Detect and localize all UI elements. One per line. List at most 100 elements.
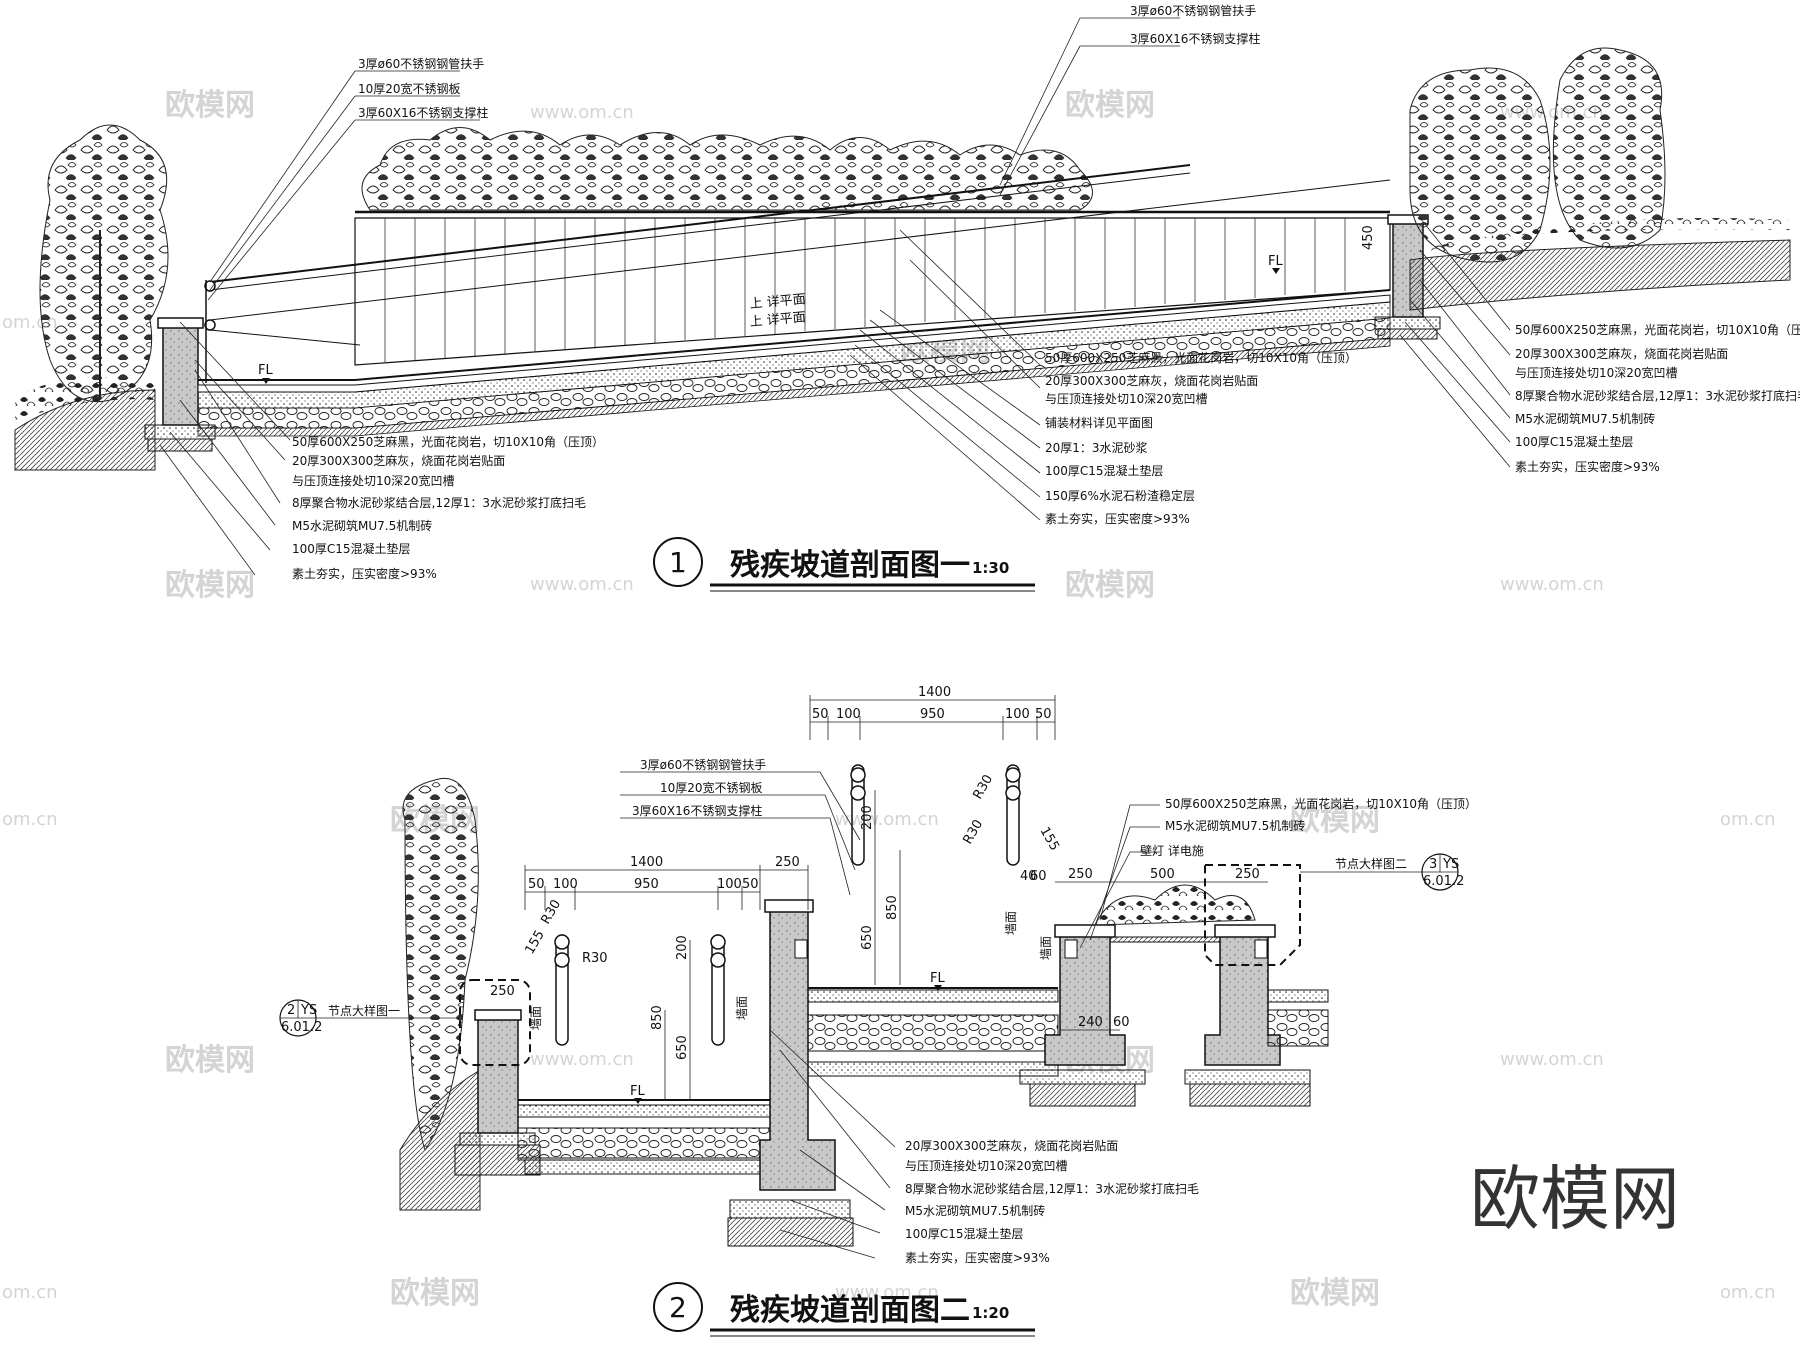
detail-reference-label: 节点大样图一 [328, 1003, 400, 1018]
dimension-text: 650 [860, 925, 875, 950]
soil-base [147, 438, 213, 452]
watermark-site: www.om.cn [530, 1049, 634, 1070]
direction-label: 上 详平面 [749, 292, 806, 312]
ramp-layers [197, 289, 1391, 437]
planter-soil [1109, 936, 1221, 943]
dimension-text: 850 [885, 895, 900, 920]
dimension-text: 850 [650, 1005, 665, 1030]
floor-finish [807, 989, 1059, 1003]
dimension-text: 250 [775, 855, 800, 870]
radius-label: R30 [538, 897, 564, 927]
callout-label: 素土夯实，压实密度>93% [1045, 511, 1190, 526]
watermark-brand: 欧模网 [165, 1043, 255, 1078]
soil-base [1377, 328, 1438, 340]
wall-light [794, 939, 808, 959]
dimension-text: 450 [1361, 225, 1376, 250]
watermark-site: www.om.cn [530, 102, 634, 123]
shrub-illustration [1420, 218, 1790, 255]
brick-wall [1204, 934, 1281, 1066]
callout-label: 3厚ø60不锈钢钢管扶手 [640, 757, 766, 772]
shrub-illustration [15, 377, 155, 420]
callout-label: 20厚300X300芝麻灰，烧面花岗岩贴面 [292, 453, 505, 468]
wall-label: 墙面 [1004, 911, 1018, 935]
radius-label: R30 [960, 817, 986, 847]
section-title: 2 残疾坡道剖面图二 1:20 [653, 1282, 1035, 1337]
watermark-site: om.cn [1720, 809, 1776, 830]
svg-text:YS: YS [1442, 857, 1459, 872]
watermark-brand: 欧模网 [1065, 568, 1155, 603]
dimension-text: 500 [1150, 867, 1175, 882]
section-1: FL FL 上 详平面 上 详平面 450 3厚ø60不锈钢钢管扶手 1 [14, 3, 1800, 592]
section-title-text: 残疾坡道剖面图一 [730, 548, 970, 583]
watermark-site: www.om.cn [835, 809, 939, 830]
watermark-site: om.cn [1720, 1282, 1776, 1303]
callout-label: M5水泥砌筑MU7.5机制砖 [292, 518, 432, 533]
brick-wall [759, 909, 836, 1191]
callout-label: 3厚60X16不锈钢支撑柱 [358, 105, 488, 120]
watermark-site: www.om.cn [1500, 1049, 1604, 1070]
concrete-footing [1374, 316, 1441, 330]
dimension-text: 1400 [630, 855, 663, 870]
soil-base [1029, 1083, 1136, 1107]
callout-label: 100厚C15混凝土垫层 [1515, 434, 1634, 449]
fl-marker: FL [630, 1084, 645, 1104]
section-title-text: 残疾坡道剖面图二 [730, 1293, 970, 1328]
tree-illustration [39, 124, 169, 403]
dimension-chain: 1400 250 50 100 950 100 50 [524, 855, 809, 910]
brick-wall [1044, 934, 1126, 1066]
dimension-text: 60 [1113, 1015, 1130, 1030]
callout-label: 与压顶连接处切10深20宽凹槽 [1045, 391, 1208, 406]
svg-text:6.01.2: 6.01.2 [1423, 874, 1464, 889]
callout-label: 壁灯 详电施 [1140, 843, 1204, 858]
glass-panels [354, 210, 1391, 366]
dimension-text: 650 [675, 1035, 690, 1060]
callout-group: 50厚600X250芝麻黑，光面花岗岩，切10X10角（压顶） 20厚300X3… [1399, 217, 1800, 474]
callout-group: 50厚600X250芝麻黑，光面花岗岩，切10X10角（压顶） M5水泥砌筑MU… [1079, 796, 1477, 949]
watermark-brand: 欧模网 [1065, 88, 1155, 123]
dimension-text: 50 [1035, 707, 1052, 722]
wall-label: 墙面 [735, 996, 749, 1020]
section-2: FL FL 1400 50 100 950 100 50 [279, 685, 1477, 1337]
callout-label: 3厚ø60不锈钢钢管扶手 [1130, 3, 1256, 18]
watermark-brand: 欧模网 [165, 88, 255, 123]
watermark-brand: 欧模网 [390, 1276, 480, 1311]
section-title: 1 残疾坡道剖面图一 1:30 [653, 537, 1035, 592]
concrete-footing [524, 1159, 771, 1175]
callout-label: 3厚60X16不锈钢支撑柱 [1130, 31, 1260, 46]
callout-label: M5水泥砌筑MU7.5机制砖 [905, 1203, 1045, 1218]
callout-label: 50厚600X250芝麻黑，光面花岗岩，切10X10角（压顶） [1515, 322, 1800, 337]
callout-label: 与压顶连接处切10深20宽凹槽 [905, 1158, 1068, 1173]
dimension-text: 100 [717, 877, 742, 892]
detail-reference: 2 YS 6.01.2 节点大样图一 250 [279, 979, 531, 1066]
concrete-footing [1184, 1069, 1311, 1085]
callout-label: M5水泥砌筑MU7.5机制砖 [1165, 818, 1305, 833]
dimension-text: 40 [1020, 869, 1037, 884]
dimension-text: 240 [1078, 1015, 1103, 1030]
handrail [554, 764, 1021, 1046]
svg-text:YS: YS [300, 1003, 317, 1018]
callout-group: 50厚600X250芝麻黑，光面花岗岩，切10X10角（压顶） 20厚300X3… [849, 229, 1357, 526]
dimension-text: 50 [742, 877, 759, 892]
watermark-site: om.cn [2, 1282, 58, 1303]
gravel-layer [1267, 1009, 1329, 1047]
callout-label: 3厚ø60不锈钢钢管扶手 [358, 56, 484, 71]
watermark-brand: 欧模网 [1290, 1276, 1380, 1311]
detail-reference-label: 节点大样图二 [1335, 856, 1407, 871]
svg-text:FL: FL [630, 1084, 645, 1099]
wall-light [1254, 939, 1268, 959]
svg-text:FL: FL [930, 971, 945, 986]
fl-marker: FL [258, 363, 273, 384]
wall-label: 墙面 [1039, 936, 1053, 960]
callout-label: 素土夯实，压实密度>93% [292, 566, 437, 581]
watermark-site: www.om.cn [835, 1282, 939, 1303]
watermark-site: om.cn [2, 809, 58, 830]
callout-label: 10厚20宽不锈钢板 [358, 81, 461, 96]
watermark-brand: 欧模网 [1290, 803, 1380, 838]
callout-label: 8厚聚合物水泥砂浆结合层,12厚1：3水泥砂浆打底扫毛 [1515, 388, 1800, 403]
tree-illustration [1409, 67, 1551, 263]
callout-label: 3厚60X16不锈钢支撑柱 [632, 803, 762, 818]
watermark-brand: 欧模网 [165, 568, 255, 603]
brick-wall [162, 324, 199, 426]
scale-label: 1:30 [972, 559, 1009, 577]
